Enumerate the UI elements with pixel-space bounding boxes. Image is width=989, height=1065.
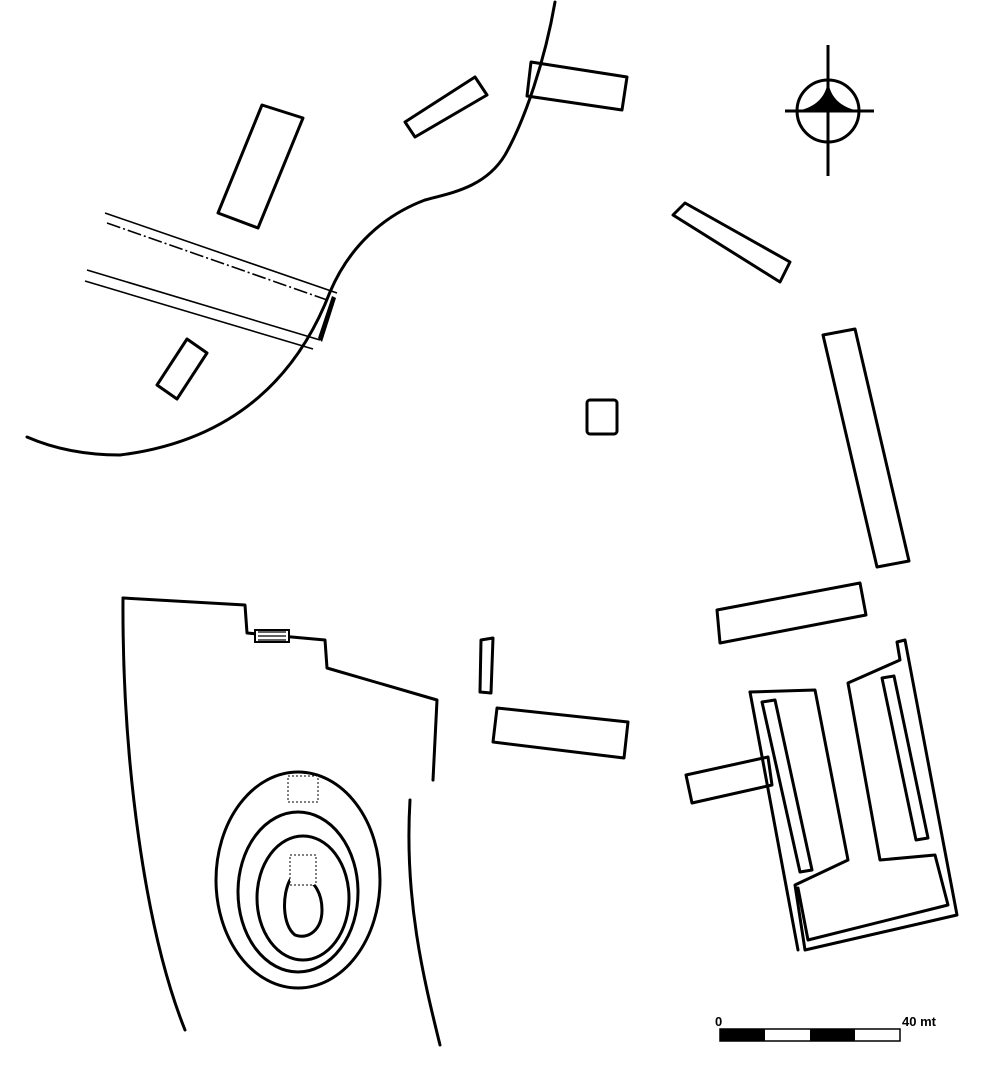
building <box>684 755 774 805</box>
scale-start-label: 0 <box>715 1014 723 1029</box>
mound-ring-outer <box>214 770 382 990</box>
building <box>216 103 305 230</box>
scale-end-label: 40 mt <box>902 1014 936 1029</box>
road <box>84 212 338 350</box>
building <box>155 337 209 401</box>
boundary-curve-north <box>25 0 557 457</box>
fortified-enclosure <box>121 596 442 1047</box>
scale-bar <box>719 1028 901 1042</box>
building <box>671 201 792 284</box>
building-complex <box>748 638 959 952</box>
building <box>821 327 911 569</box>
building <box>478 636 495 695</box>
building <box>715 581 868 645</box>
building <box>403 75 489 139</box>
mound-ring-inner <box>255 834 351 962</box>
building <box>525 60 629 112</box>
buildings <box>155 60 911 805</box>
mound-ring-middle <box>236 810 360 974</box>
north-arrow-icon <box>785 45 874 176</box>
building <box>491 706 630 760</box>
building <box>585 398 619 436</box>
